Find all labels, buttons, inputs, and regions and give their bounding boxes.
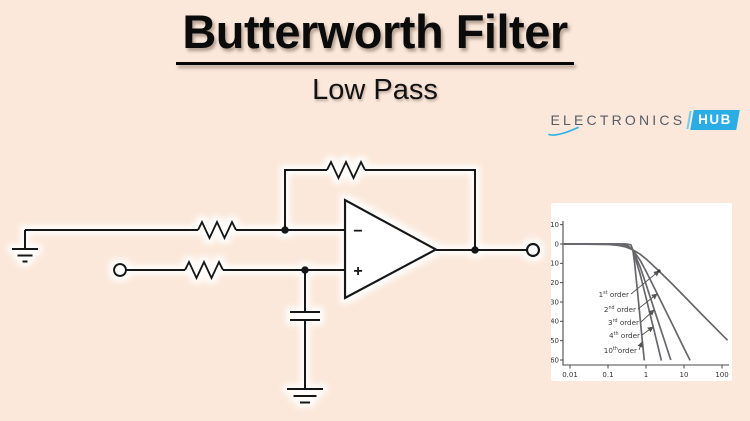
curve-marker-dot xyxy=(657,269,661,273)
x-axis-tick-label: 1 xyxy=(644,371,648,379)
output-terminal xyxy=(525,242,541,258)
annotation-1st-order: 1st order xyxy=(599,290,629,299)
annotation-arrow xyxy=(637,293,658,310)
resistor-bottom-input xyxy=(184,259,224,281)
electronics-hub-logo: ELECTRONICS HUB xyxy=(548,110,740,136)
logo-swoosh-icon xyxy=(548,126,580,136)
annotation-10th-order: 10thorder xyxy=(604,346,637,355)
annotation-4th-order: 4th order xyxy=(609,331,640,340)
annotation-2nd-order: 2nd order xyxy=(604,305,636,314)
opamp-triangle xyxy=(343,198,439,300)
opamp-inverting-label: − xyxy=(353,223,362,240)
subtitle-row: Low Pass xyxy=(0,74,750,107)
y-axis-tick-label: -20 xyxy=(551,279,559,287)
logo-brand-text: ELECTRONICS xyxy=(548,112,686,136)
y-axis-tick-label: -40 xyxy=(551,318,559,326)
logo-brand-label: ELECTRONICS xyxy=(550,112,686,128)
page-title: Butterworth Filter xyxy=(176,4,574,65)
annotation-arrow xyxy=(641,326,654,336)
y-axis-tick-label: 10 xyxy=(551,221,559,229)
junction-dot-capacitor xyxy=(301,266,309,274)
input-terminal xyxy=(113,263,127,277)
curve-2nd-order xyxy=(563,243,691,361)
ground-symbol-top xyxy=(12,230,38,263)
opamp-noninverting-label: + xyxy=(353,263,362,280)
y-axis-tick-label: -50 xyxy=(551,337,559,345)
header: Butterworth Filter xyxy=(0,4,750,65)
resistor-top-input xyxy=(197,219,237,241)
y-axis-tick-label: 0 xyxy=(555,240,559,248)
curve-3rd-order xyxy=(563,243,672,361)
x-axis-tick-label: 0.1 xyxy=(602,371,613,379)
feedback-resistor-loop xyxy=(284,159,476,250)
curve-10th-order xyxy=(563,243,646,361)
junction-dot-inverting xyxy=(281,226,289,234)
page-subtitle: Low Pass xyxy=(312,74,438,106)
x-axis-tick-label: 10 xyxy=(680,371,689,379)
annotation-arrow xyxy=(637,341,643,351)
x-axis-tick-label: 0.01 xyxy=(562,371,578,379)
y-axis-tick-label: -10 xyxy=(551,260,559,268)
annotation-3rd-order: 3rd order xyxy=(608,318,639,327)
capacitor xyxy=(290,270,320,389)
junction-dot-output xyxy=(471,246,479,254)
annotation-arrow xyxy=(640,309,655,323)
y-axis-tick-label: -60 xyxy=(551,356,559,364)
ground-symbol-bottom xyxy=(287,388,323,404)
chart-axes xyxy=(562,221,729,366)
y-axis-tick-label: -30 xyxy=(551,298,559,306)
annotation-arrow xyxy=(630,270,660,295)
x-axis-tick-label: 100 xyxy=(715,371,728,379)
